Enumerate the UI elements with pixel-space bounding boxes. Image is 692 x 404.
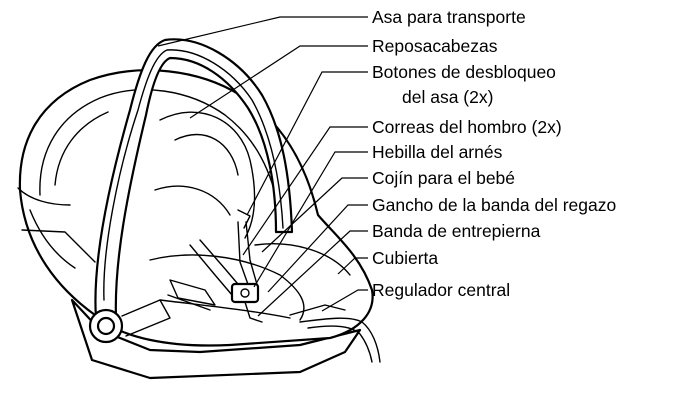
label-cojin-bebe: Cojín para el bebé xyxy=(372,168,515,188)
leader-hebilla-arnes xyxy=(253,151,368,288)
label-cubierta: Cubierta xyxy=(372,248,438,268)
leader-correas-hombro xyxy=(242,126,368,256)
label-botones-desbloqueo: Botones de desbloqueo xyxy=(372,62,556,82)
label-reposacabezas: Reposacabezas xyxy=(372,36,498,56)
leader-reposacabezas xyxy=(189,45,368,119)
label-regulador-central: Regulador central xyxy=(372,280,510,300)
leader-botones-desbloqueo xyxy=(246,71,368,216)
label-botones-desbloqueo-line2: del asa (2x) xyxy=(402,87,493,107)
leader-gancho-banda-regazo xyxy=(267,204,368,293)
labels: Asa para transporte Reposacabezas Botone… xyxy=(372,7,616,300)
label-asa-para-transporte: Asa para transporte xyxy=(372,7,526,27)
leader-cojin-bebe xyxy=(261,177,368,253)
leader-regulador-central xyxy=(321,289,368,312)
leader-banda-entrepierna xyxy=(257,230,368,317)
label-gancho-banda-regazo: Gancho de la banda del regazo xyxy=(372,195,616,215)
leader-asa-para-transporte xyxy=(157,16,368,47)
label-banda-entrepierna: Banda de entrepierna xyxy=(372,221,541,241)
leader-lines xyxy=(157,16,368,317)
leader-cubierta xyxy=(337,257,368,275)
label-hebilla-arnes: Hebilla del arnés xyxy=(372,142,503,162)
car-seat-illustration xyxy=(17,38,381,380)
label-correas-hombro: Correas del hombro (2x) xyxy=(372,117,562,137)
